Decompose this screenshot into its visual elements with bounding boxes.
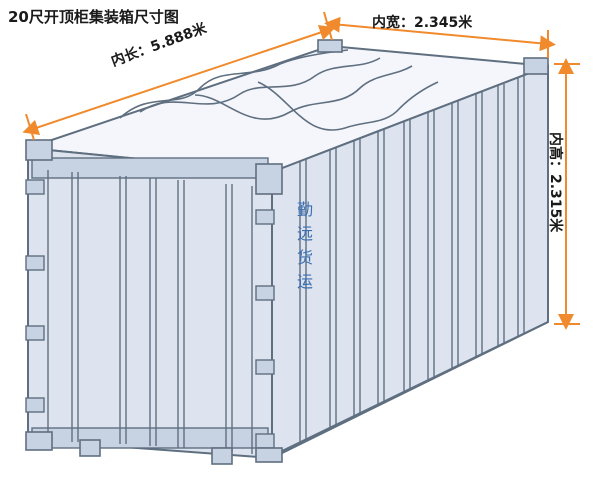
height-label: 内高：2.315米 bbox=[547, 132, 563, 233]
brand-char: 勤 bbox=[296, 200, 313, 219]
diagram-title: 20尺开顶柜集装箱尺寸图 bbox=[8, 8, 179, 26]
length-tick-right bbox=[323, 11, 333, 41]
length-tick-left bbox=[25, 113, 35, 141]
brand-char: 远 bbox=[296, 224, 313, 243]
door-hinges bbox=[25, 179, 275, 449]
brand-text: 勤 远 货 运 bbox=[294, 198, 316, 294]
brand-char: 货 bbox=[296, 248, 313, 267]
brand-char: 运 bbox=[296, 272, 313, 291]
length-arrow bbox=[22, 24, 336, 136]
width-arrow bbox=[324, 16, 556, 52]
side-bottom-rail bbox=[279, 321, 549, 453]
width-label: 内宽：2.345米 bbox=[372, 15, 473, 31]
door-panels bbox=[47, 170, 253, 454]
door-header bbox=[31, 157, 269, 179]
side-corrugations bbox=[299, 76, 525, 444]
